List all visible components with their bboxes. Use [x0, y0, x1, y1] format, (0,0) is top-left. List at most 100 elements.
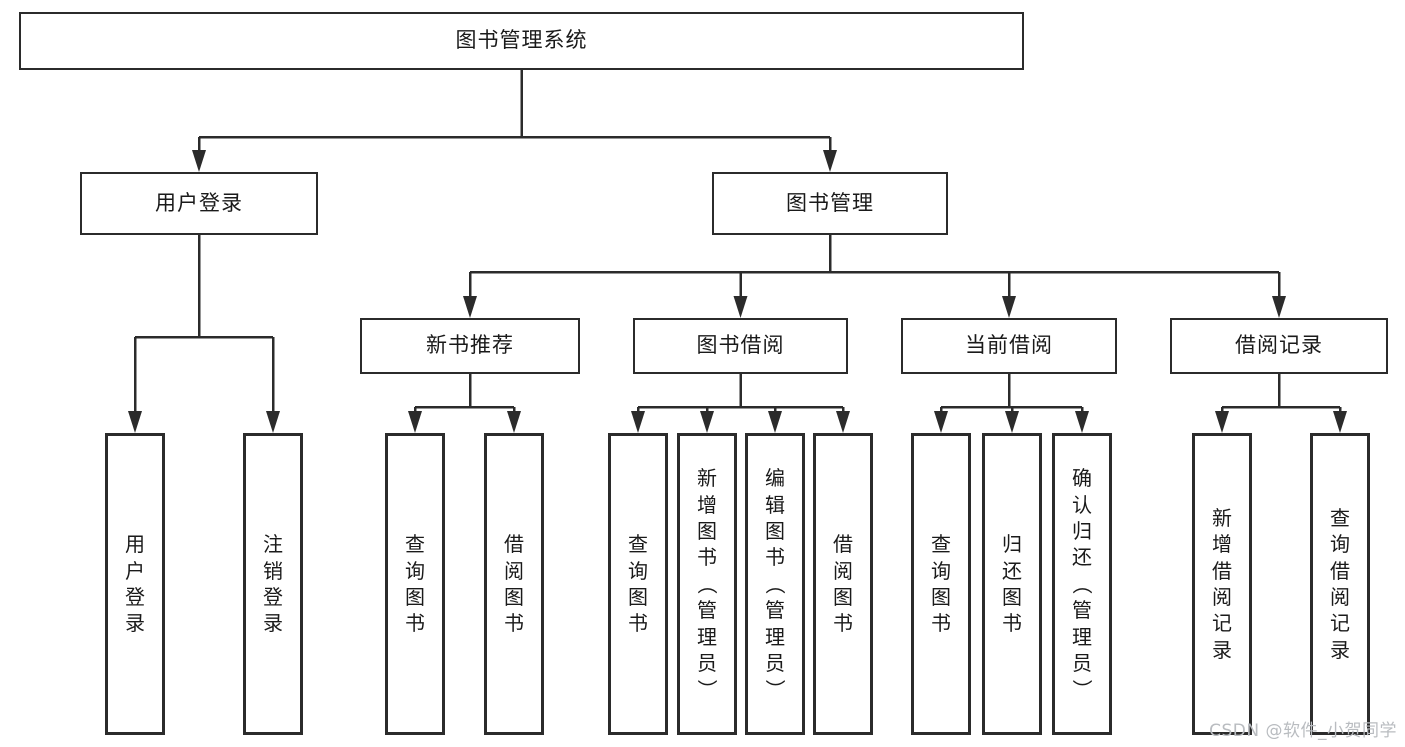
- node-label-char: 还: [1072, 545, 1092, 570]
- node-label: 图书管理: [786, 190, 874, 215]
- node-label: 新增图书（管理员）: [680, 465, 734, 703]
- node-label-char: 询: [931, 558, 951, 583]
- node-label-char: 图: [931, 585, 951, 609]
- node-book-borrow[interactable]: 图书借阅: [633, 318, 848, 374]
- node-label-char: 用: [125, 532, 145, 557]
- node-current-return-book[interactable]: 归还图书: [982, 433, 1042, 735]
- node-label-char: 理: [697, 624, 717, 649]
- node-label-char: 新: [1212, 505, 1232, 530]
- node-label: 借阅记录: [1235, 333, 1323, 358]
- node-current-confirm-return[interactable]: 确认归还（管理员）: [1052, 433, 1112, 735]
- arrow-head: [507, 411, 521, 433]
- node-borrow-edit-book[interactable]: 编辑图书（管理员）: [745, 433, 805, 735]
- arrow-head: [1005, 411, 1019, 433]
- node-label-char: 记: [1212, 611, 1232, 636]
- node-label: 查询图书: [914, 531, 968, 637]
- arrow-head: [823, 150, 837, 172]
- node-book-management[interactable]: 图书管理: [712, 172, 948, 235]
- node-recommend-query-book[interactable]: 查询图书: [385, 433, 445, 735]
- node-label: 借阅图书: [816, 531, 870, 637]
- node-current-query-book[interactable]: 查询图书: [911, 433, 971, 735]
- node-user-login[interactable]: 用户登录: [80, 172, 318, 235]
- node-label-char: 查: [405, 532, 425, 557]
- node-label-char: 询: [405, 558, 425, 583]
- node-label-char: 认: [1072, 492, 1092, 517]
- node-label-char: 员: [1072, 650, 1092, 675]
- node-label-char: 书: [504, 611, 524, 636]
- node-label: 新书推荐: [426, 333, 514, 358]
- node-label: 借阅图书: [487, 531, 541, 637]
- node-label: 注销登录: [246, 531, 300, 637]
- node-borrow-borrow-book[interactable]: 借阅图书: [813, 433, 873, 735]
- node-label-char: 归: [1072, 519, 1092, 544]
- node-label-char: 注: [263, 532, 283, 557]
- node-label-char: 查: [628, 532, 648, 557]
- arrow-head: [1075, 411, 1089, 433]
- node-label-char: 理: [1072, 624, 1092, 649]
- node-label: 新增借阅记录: [1195, 505, 1249, 663]
- node-label-char: ）: [1070, 679, 1095, 700]
- node-label-char: 新: [697, 466, 717, 491]
- node-label-char: 查: [1330, 505, 1350, 530]
- node-new-book-recommend[interactable]: 新书推荐: [360, 318, 580, 374]
- node-label-char: 增: [1212, 532, 1232, 557]
- node-label-char: 图: [405, 585, 425, 609]
- node-borrow-query-book[interactable]: 查询图书: [608, 433, 668, 735]
- node-label-char: 员: [765, 650, 785, 675]
- node-label-char: 借: [833, 532, 853, 557]
- node-label-char: 录: [1212, 637, 1232, 662]
- node-label-char: 书: [697, 545, 717, 570]
- node-label-char: 录: [1330, 637, 1350, 662]
- arrow-head: [836, 411, 850, 433]
- arrow-head: [266, 411, 280, 433]
- node-current-borrow[interactable]: 当前借阅: [901, 318, 1117, 374]
- node-label-char: 登: [125, 585, 145, 609]
- node-label-char: 书: [765, 545, 785, 570]
- node-borrow-add-book[interactable]: 新增图书（管理员）: [677, 433, 737, 735]
- node-label-char: 归: [1002, 532, 1022, 557]
- node-label: 查询借阅记录: [1313, 505, 1367, 663]
- node-label-char: 图: [833, 585, 853, 609]
- node-borrow-records[interactable]: 借阅记录: [1170, 318, 1388, 374]
- node-user-logout[interactable]: 注销登录: [243, 433, 303, 735]
- node-root[interactable]: 图书管理系统: [19, 12, 1024, 70]
- node-label-char: 管: [765, 598, 785, 623]
- arrow-head: [934, 411, 948, 433]
- node-label: 确认归还（管理员）: [1055, 465, 1109, 703]
- node-label-char: 增: [697, 492, 717, 517]
- node-label-char: 辑: [765, 492, 785, 517]
- arrow-head: [1215, 411, 1229, 433]
- node-label-char: 销: [263, 558, 283, 583]
- node-label-char: 借: [1330, 558, 1350, 583]
- node-label: 编辑图书（管理员）: [748, 465, 802, 703]
- node-label: 归还图书: [985, 531, 1039, 637]
- node-records-query[interactable]: 查询借阅记录: [1310, 433, 1370, 735]
- node-records-add[interactable]: 新增借阅记录: [1192, 433, 1252, 735]
- node-label-char: 图: [765, 519, 785, 544]
- arrow-head: [192, 150, 206, 172]
- node-label-char: ）: [763, 679, 788, 700]
- node-label-char: 记: [1330, 611, 1350, 636]
- node-label: 查询图书: [388, 531, 442, 637]
- node-label-char: ）: [695, 679, 720, 700]
- node-label: 图书管理系统: [455, 28, 588, 53]
- arrow-head: [768, 411, 782, 433]
- node-label-char: 理: [765, 624, 785, 649]
- arrow-head: [1002, 296, 1016, 318]
- node-user-login-do[interactable]: 用户登录: [105, 433, 165, 735]
- arrow-head: [733, 296, 748, 318]
- node-recommend-borrow-book[interactable]: 借阅图书: [484, 433, 544, 735]
- node-label-char: 阅: [1212, 585, 1232, 609]
- node-label: 查询图书: [611, 531, 665, 637]
- node-label-char: 书: [405, 611, 425, 636]
- watermark-text: CSDN @软件_小贺同学: [1209, 721, 1397, 741]
- arrow-head: [1333, 411, 1347, 433]
- node-label-char: 录: [263, 611, 283, 636]
- node-label-char: （: [1070, 573, 1095, 594]
- node-label-char: 书: [833, 611, 853, 636]
- node-label-char: 阅: [833, 558, 853, 583]
- node-label: 当前借阅: [965, 333, 1053, 358]
- node-label-char: 管: [1072, 598, 1092, 623]
- arrow-head: [408, 411, 422, 433]
